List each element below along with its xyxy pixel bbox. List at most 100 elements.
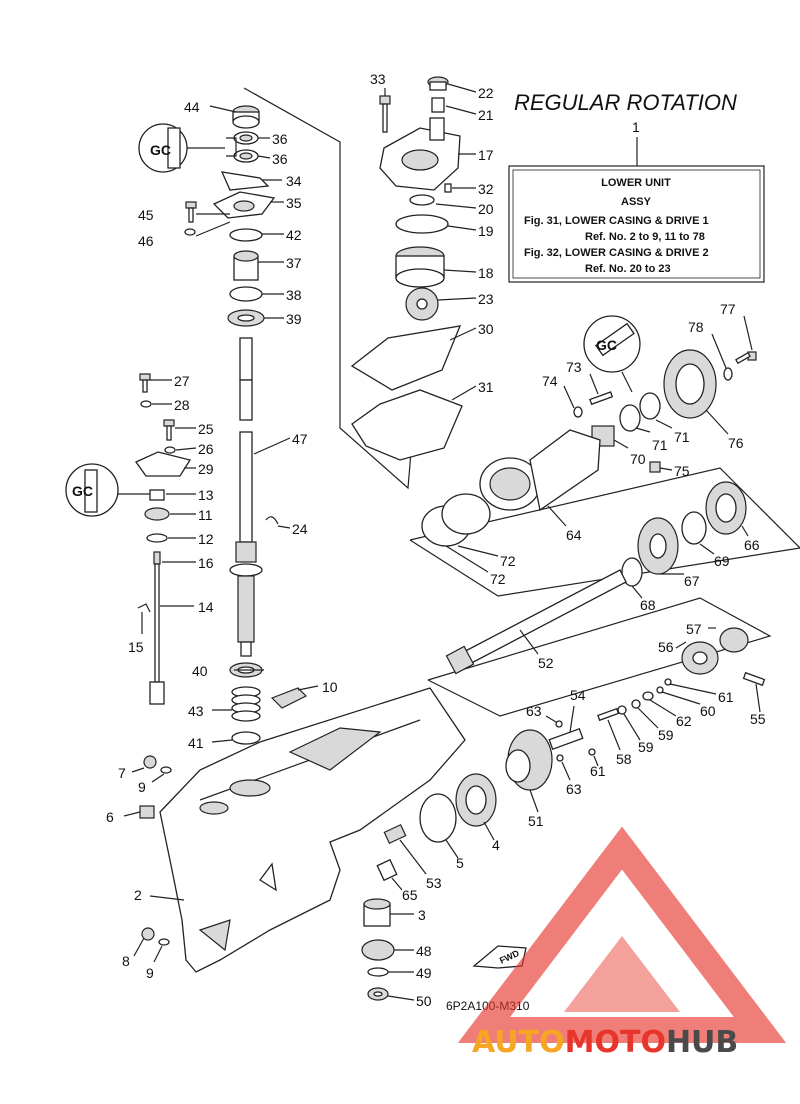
callout-78: 78 <box>688 319 704 335</box>
part-shift-plunger-54 <box>548 727 584 751</box>
part-spring-57 <box>719 627 749 653</box>
callout-19: 19 <box>478 223 494 239</box>
callout-68: 68 <box>640 597 656 613</box>
callout-62: 62 <box>676 713 692 729</box>
part-bushing-65 <box>376 858 398 882</box>
part-ball-60 <box>656 686 664 694</box>
part-insert-18 <box>395 246 445 288</box>
part-seal-13 <box>149 489 165 501</box>
callout-18: 18 <box>478 265 494 281</box>
callout-63a: 63 <box>526 703 542 719</box>
part-shim-41 <box>231 731 261 745</box>
callout-48: 48 <box>416 943 432 959</box>
callout-59a: 59 <box>658 727 674 743</box>
callout-58: 58 <box>616 751 632 767</box>
part-grommet-22 <box>427 76 449 91</box>
callout-12: 12 <box>198 531 214 547</box>
part-shim-5 <box>419 793 457 843</box>
part-oring-12 <box>146 533 168 543</box>
callout-36a: 36 <box>272 131 288 147</box>
callout-26: 26 <box>198 441 214 457</box>
callout-13: 13 <box>198 487 214 503</box>
part-bearing-66 <box>705 481 747 535</box>
part-pin-58 <box>597 707 620 722</box>
callout-61a: 61 <box>718 689 734 705</box>
part-pump-housing-17 <box>379 117 461 191</box>
callout-25: 25 <box>198 421 214 437</box>
callout-76: 76 <box>728 435 744 451</box>
callout-74: 74 <box>542 373 558 389</box>
part-gasket-31 <box>351 389 463 461</box>
callout-33: 33 <box>370 71 386 87</box>
fwd-arrow-icon: FWD <box>472 945 527 969</box>
part-ball-63a <box>555 720 563 728</box>
part-pin-55 <box>742 671 766 687</box>
callout-5: 5 <box>456 855 464 871</box>
part-shim-69 <box>681 511 707 545</box>
part-anode-6 <box>139 805 155 819</box>
watermark-hub: HUB <box>666 1025 738 1060</box>
callout-34: 34 <box>286 173 302 189</box>
callout-labels: 44 36 36 34 35 45 46 42 37 38 39 27 28 2… <box>106 71 766 1009</box>
part-driveshaft-47 <box>229 337 263 657</box>
part-gasket-30 <box>350 325 462 391</box>
callout-61b: 61 <box>590 763 606 779</box>
callout-30: 30 <box>478 321 494 337</box>
part-spring-62 <box>642 691 654 701</box>
callout-51: 51 <box>528 813 544 829</box>
part-bearing-4 <box>455 773 497 827</box>
callout-9a: 9 <box>138 779 146 795</box>
sealant-lens-top: GC <box>138 123 225 173</box>
callout-31: 31 <box>478 379 494 395</box>
part-cover-10 <box>270 687 308 709</box>
part-bolt-25 <box>163 419 175 441</box>
info-box: LOWER UNIT ASSY Fig. 31, LOWER CASING & … <box>508 165 765 283</box>
part-washer-9b <box>158 938 170 946</box>
part-washer-28 <box>140 400 152 408</box>
callout-36b: 36 <box>272 151 288 167</box>
callout-77: 77 <box>720 301 736 317</box>
part-housing-29 <box>135 451 192 477</box>
svg-text:GC: GC <box>150 142 171 158</box>
part-washer-9a <box>160 766 172 774</box>
callout-57: 57 <box>686 621 702 637</box>
watermark-triangle-icon <box>457 826 787 1043</box>
part-spring-43 <box>231 686 261 722</box>
callout-6: 6 <box>106 809 114 825</box>
part-impeller-23 <box>405 287 439 321</box>
callout-55: 55 <box>750 711 766 727</box>
part-washer-46 <box>184 228 196 236</box>
callout-65: 65 <box>402 887 418 903</box>
callout-37: 37 <box>286 255 302 271</box>
callout-59b: 59 <box>638 739 654 755</box>
part-gear-51 <box>505 729 553 791</box>
part-bolt-75 <box>649 461 661 473</box>
part-bolt-8 <box>141 927 155 941</box>
part-seal-71a <box>619 404 641 432</box>
callout-45: 45 <box>138 207 154 223</box>
part-grommet-11 <box>144 507 170 521</box>
callout-42: 42 <box>286 227 302 243</box>
callout-47: 47 <box>292 431 308 447</box>
callout-9b: 9 <box>146 965 154 981</box>
callout-22: 22 <box>478 85 494 101</box>
part-propeller-shaft-52 <box>445 569 627 675</box>
part-washer-74 <box>573 406 583 418</box>
callout-67: 67 <box>684 573 700 589</box>
diagram-title: REGULAR ROTATION <box>514 90 737 115</box>
callout-27: 27 <box>174 373 190 389</box>
callout-35: 35 <box>286 195 302 211</box>
watermark-moto: MOTO <box>565 1025 666 1060</box>
callout-14: 14 <box>198 599 214 615</box>
part-washer-49 <box>367 967 389 977</box>
part-nut-50 <box>367 987 389 1001</box>
callout-56: 56 <box>658 639 674 655</box>
part-seals-36 <box>233 131 259 163</box>
title-ref-number: 1 <box>632 119 640 135</box>
callout-71b: 71 <box>674 429 690 445</box>
svg-text:GC: GC <box>72 483 93 499</box>
callout-53: 53 <box>426 875 442 891</box>
callout-11: 11 <box>198 507 213 523</box>
shift-group-boundary <box>427 597 772 717</box>
